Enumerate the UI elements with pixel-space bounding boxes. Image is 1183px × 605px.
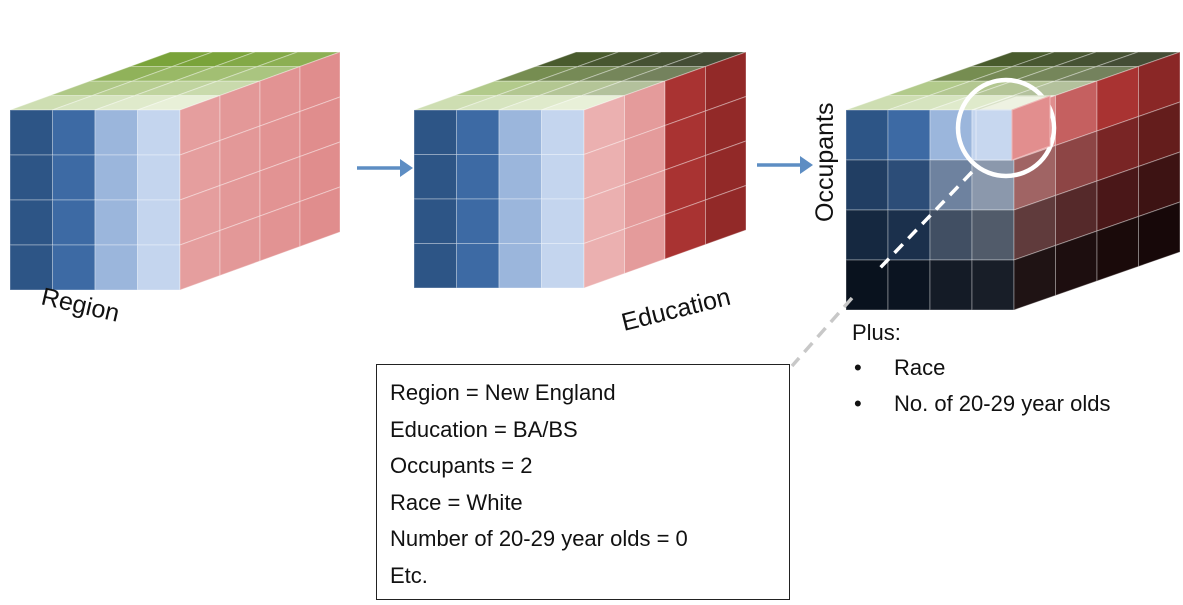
- cube-front-cell: [456, 109, 500, 155]
- cube-front-cell: [137, 244, 181, 291]
- cube-front-cell: [456, 243, 500, 289]
- cube-front-cell: [845, 109, 889, 161]
- region-cube: [9, 51, 341, 291]
- detail-line: Education = BA/BS: [390, 416, 578, 442]
- dashed-connector-white: [878, 170, 974, 270]
- cube-front-cell: [541, 243, 585, 289]
- cube-front-cell: [9, 199, 53, 246]
- cube-front-cell: [137, 154, 181, 201]
- cube-front-cell: [541, 198, 585, 244]
- cube-front-cell: [9, 109, 53, 156]
- cube-front-cell: [845, 209, 889, 261]
- cube-front-cell: [456, 198, 500, 244]
- occupants-cube: [845, 51, 1181, 311]
- cube-front-cell: [413, 109, 457, 155]
- cube-front-cell: [137, 199, 181, 246]
- cube-front-cell: [887, 159, 931, 211]
- cube-front-cell: [94, 199, 138, 246]
- bullet-icon: •: [854, 391, 862, 416]
- cube-front-cell: [887, 109, 931, 161]
- cube-front-cell: [498, 243, 542, 289]
- arrow-region-to-education: [357, 159, 413, 177]
- cube-front-cell: [887, 259, 931, 311]
- cube-front-cell: [929, 259, 973, 311]
- bullet-icon: •: [854, 355, 862, 380]
- dashed-connector-grey: [790, 296, 854, 368]
- highlight-circle: [955, 77, 1057, 179]
- list-item-label: Race: [894, 355, 946, 380]
- highlighted-cell: [975, 95, 1051, 161]
- list-item: • No. of 20-29 year olds: [852, 386, 1172, 422]
- cube-front-cell: [929, 209, 973, 261]
- cube-front-cell: [498, 198, 542, 244]
- cube-front-cell: [456, 154, 500, 200]
- cube-front-cell: [845, 159, 889, 211]
- list-item: • Race: [852, 350, 1172, 386]
- education-label: Education: [619, 283, 734, 337]
- cube-front-cell: [413, 243, 457, 289]
- cube-side-cell: [299, 186, 341, 248]
- cube-front-cell: [52, 244, 96, 291]
- detail-line: Occupants = 2: [390, 453, 533, 478]
- cube-front-cell: [9, 154, 53, 201]
- cube-front-cell: [541, 154, 585, 200]
- cube-front-cell: [498, 154, 542, 200]
- plus-title: Plus:: [852, 320, 901, 345]
- arrow-education-to-occupants: [757, 156, 813, 174]
- cube-front-cell: [498, 109, 542, 155]
- cell-detail-box: Region = New England Education = BA/BS O…: [376, 364, 790, 600]
- cube-front-cell: [413, 198, 457, 244]
- cube-front-cell: [929, 159, 973, 211]
- cube-front-cell: [94, 154, 138, 201]
- cube-front-cell: [413, 154, 457, 200]
- detail-line: Number of 20-29 year olds = 0: [390, 526, 688, 551]
- cube-front-cell: [971, 259, 1015, 311]
- education-cube: [413, 51, 747, 289]
- cube-front-cell: [137, 109, 181, 156]
- cube-front-cell: [52, 109, 96, 156]
- cube-front-cell: [94, 109, 138, 156]
- cube-front-cell: [52, 199, 96, 246]
- cube-front-cell: [541, 109, 585, 155]
- list-item-label: No. of 20-29 year olds: [894, 391, 1111, 416]
- detail-line: Race = White: [390, 489, 523, 515]
- cube-side-cell: [705, 184, 747, 246]
- cube-front-cell: [52, 154, 96, 201]
- plus-dimensions-list: Plus: • Race • No. of 20-29 year olds: [852, 318, 1172, 422]
- cube-side-cell: [1138, 201, 1181, 268]
- cube-front-cell: [971, 209, 1015, 261]
- occupants-label: Occupants: [811, 102, 839, 222]
- detail-line: Region = New England: [390, 380, 616, 405]
- cube-front-cell: [94, 244, 138, 291]
- detail-line: Etc.: [390, 562, 428, 588]
